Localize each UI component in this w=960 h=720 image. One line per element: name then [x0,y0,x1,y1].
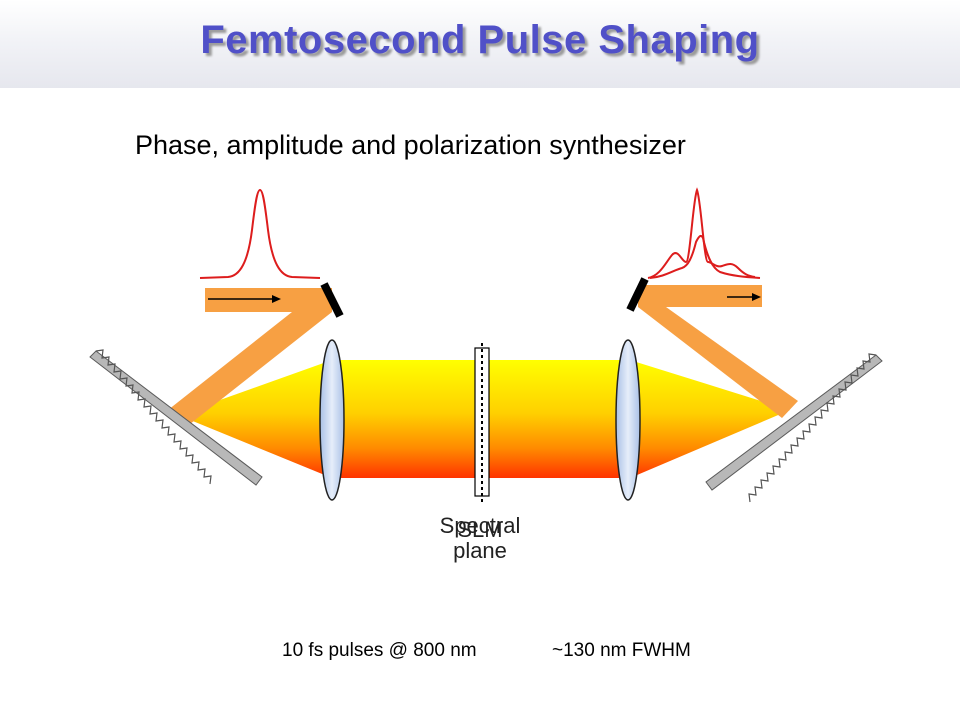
pulse-spec-text: 10 fs pulses @ 800 nm [282,640,477,661]
spectral-label-line1: Spectral [439,513,521,538]
input-beam [168,288,332,428]
slide-title: Femtosecond Pulse Shaping [200,18,760,62]
output-mirror [626,277,649,312]
slide-subtitle: Phase, amplitude and polarization synthe… [135,130,686,160]
output-arrow-icon [727,293,761,301]
spectral-plane-label: Spectral plane [400,513,560,563]
slide-header [0,0,960,88]
input-pulse-trace [199,188,321,279]
bandwidth-text: ~130 nm FWHM [552,640,691,661]
output-pulse-trace [647,187,761,279]
slm-modulator [474,343,490,502]
spectral-label-line2: plane [453,538,507,563]
output-grating [705,353,883,503]
right-lens [615,339,641,501]
slm-label: SLM [457,517,503,542]
input-arrow-icon [208,295,281,303]
input-grating [89,349,263,486]
input-mirror [320,282,344,318]
output-beam [638,285,798,418]
left-lens [319,339,345,501]
